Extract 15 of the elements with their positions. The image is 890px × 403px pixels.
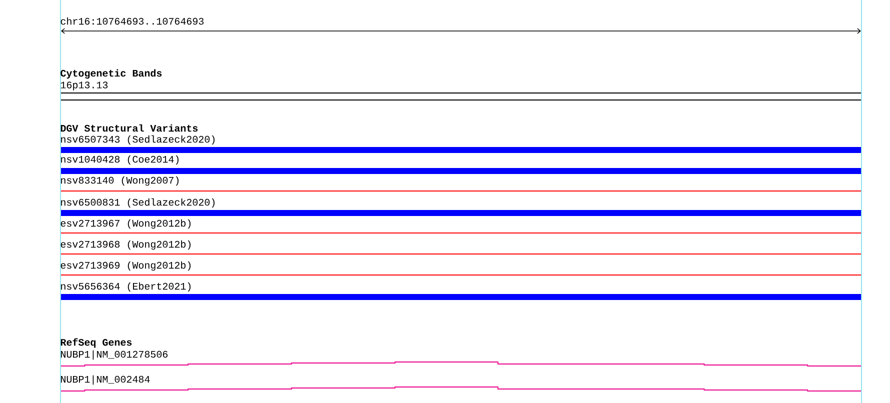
feature-label: esv2713967 (Wong2012b) xyxy=(60,219,191,229)
coordinate-label: chr16:10764693..10764693 xyxy=(60,17,204,25)
feature-label: esv2713968 (Wong2012b) xyxy=(60,240,191,250)
track-title: RefSeq Genes xyxy=(60,338,132,348)
feature-label: nsv833140 (Wong2007) xyxy=(61,176,179,186)
track-title: DGV Structural Variants xyxy=(60,124,198,132)
feature-label: NUBP1|NM_002484 xyxy=(61,375,150,385)
feature-label: nsv5656364 (Ebert2021) xyxy=(61,282,191,292)
feature-label: nsv6500831 (Sedlazeck2020) xyxy=(61,198,215,208)
feature-label: nsv6507343 (Sedlazeck2020) xyxy=(61,135,215,145)
feature-label: esv2713969 (Wong2012b) xyxy=(60,261,191,271)
track-title: Cytogenetic Bands xyxy=(60,69,162,79)
feature-label: nsv1040428 (Coe2014) xyxy=(61,155,179,165)
feature-label: NUBP1|NM_001278506 xyxy=(61,350,168,360)
feature-label: 16p13.13 xyxy=(60,82,108,90)
